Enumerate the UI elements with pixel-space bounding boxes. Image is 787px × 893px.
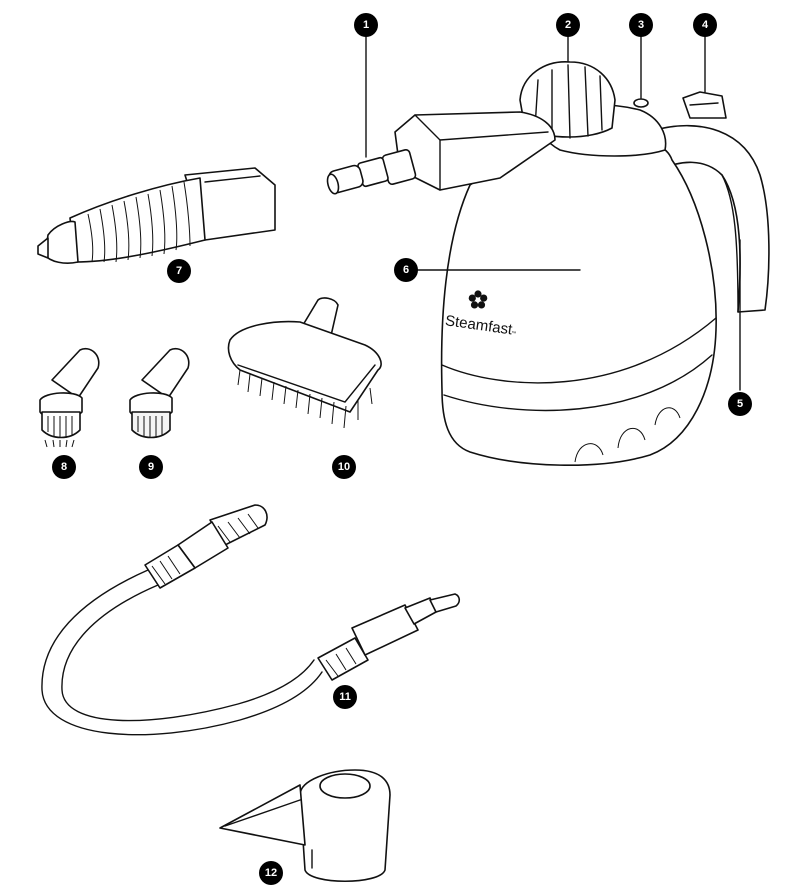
callout-7: 7 [167, 259, 191, 283]
measuring-cup [220, 770, 390, 881]
callout-1: 1 [354, 13, 378, 37]
callout-11: 11 [333, 685, 357, 709]
svg-text:8: 8 [61, 461, 67, 473]
callout-3: 3 [629, 13, 653, 37]
callout-8: 8 [52, 455, 76, 479]
scrub-brush [228, 298, 381, 428]
svg-text:7: 7 [176, 265, 182, 277]
svg-text:5: 5 [737, 398, 743, 410]
svg-text:10: 10 [338, 461, 350, 473]
svg-text:12: 12 [265, 867, 277, 879]
callout-5: 5 [728, 392, 752, 416]
svg-text:4: 4 [702, 19, 709, 31]
callout-4: 4 [693, 13, 717, 37]
steamer-unit: Steamfast ™ [326, 62, 769, 465]
extension-hose [42, 505, 459, 735]
round-brush-brass [130, 349, 189, 438]
svg-text:6: 6 [403, 264, 409, 276]
svg-text:9: 9 [148, 461, 154, 473]
svg-text:1: 1 [363, 19, 369, 31]
pressure-vent [634, 99, 648, 107]
callout-9: 9 [139, 455, 163, 479]
round-brush-nylon [40, 349, 99, 447]
callout-2: 2 [556, 13, 580, 37]
brand-trademark: ™ [511, 330, 517, 337]
bellows-nozzle [38, 168, 275, 263]
svg-text:2: 2 [565, 19, 571, 31]
nozzle-tip [326, 149, 417, 195]
svg-text:11: 11 [339, 691, 351, 703]
callout-6: 6 [394, 258, 418, 282]
callout-10: 10 [332, 455, 356, 479]
svg-text:3: 3 [638, 19, 644, 31]
callout-12: 12 [259, 861, 283, 885]
